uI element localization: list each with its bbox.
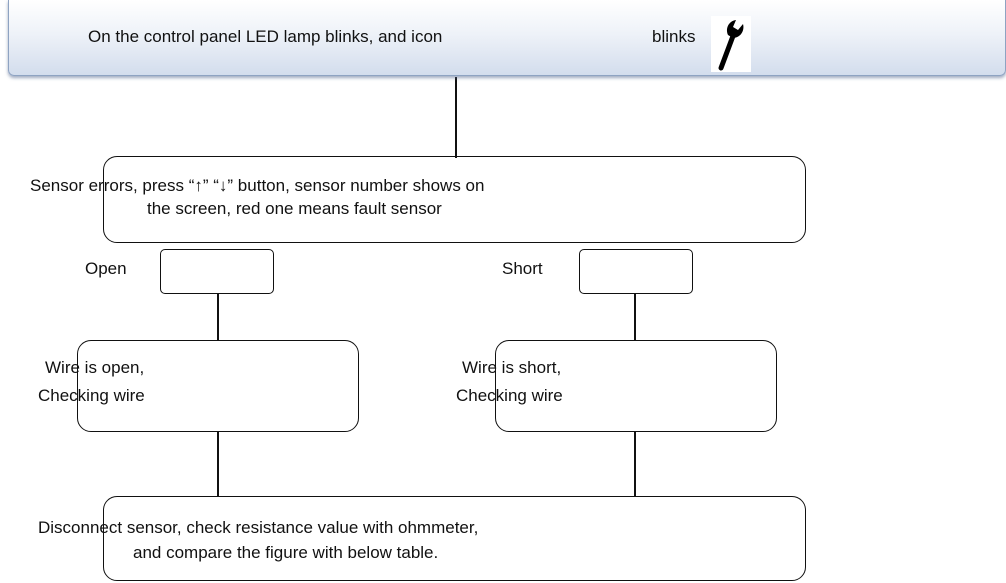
wire-short-line2: Checking wire — [456, 386, 563, 405]
wire-open-line2: Checking wire — [38, 386, 145, 405]
wrench-icon — [711, 16, 751, 72]
wire-short-line1: Wire is short, — [462, 358, 562, 377]
sensor-errors-line2: the screen, red one means fault sensor — [147, 199, 442, 218]
sensor-errors-box — [103, 156, 806, 243]
open-label: Open — [85, 259, 127, 278]
short-label: Short — [502, 259, 543, 278]
status-banner — [8, 0, 1006, 76]
banner-text-tail: blinks — [652, 27, 696, 46]
short-indicator-box — [579, 249, 693, 294]
banner-text-main: On the control panel LED lamp blinks, an… — [88, 27, 443, 46]
disconnect-line2: and compare the figure with below table. — [133, 543, 439, 562]
disconnect-sensor-box — [103, 496, 806, 581]
wire-open-box — [77, 340, 359, 432]
disconnect-line1: Disconnect sensor, check resistance valu… — [38, 518, 479, 537]
open-indicator-box — [160, 249, 274, 294]
wire-open-line1: Wire is open, — [45, 358, 145, 377]
sensor-errors-line1: Sensor errors, press “↑” “↓” button, sen… — [30, 176, 485, 195]
wire-short-box — [495, 340, 777, 432]
